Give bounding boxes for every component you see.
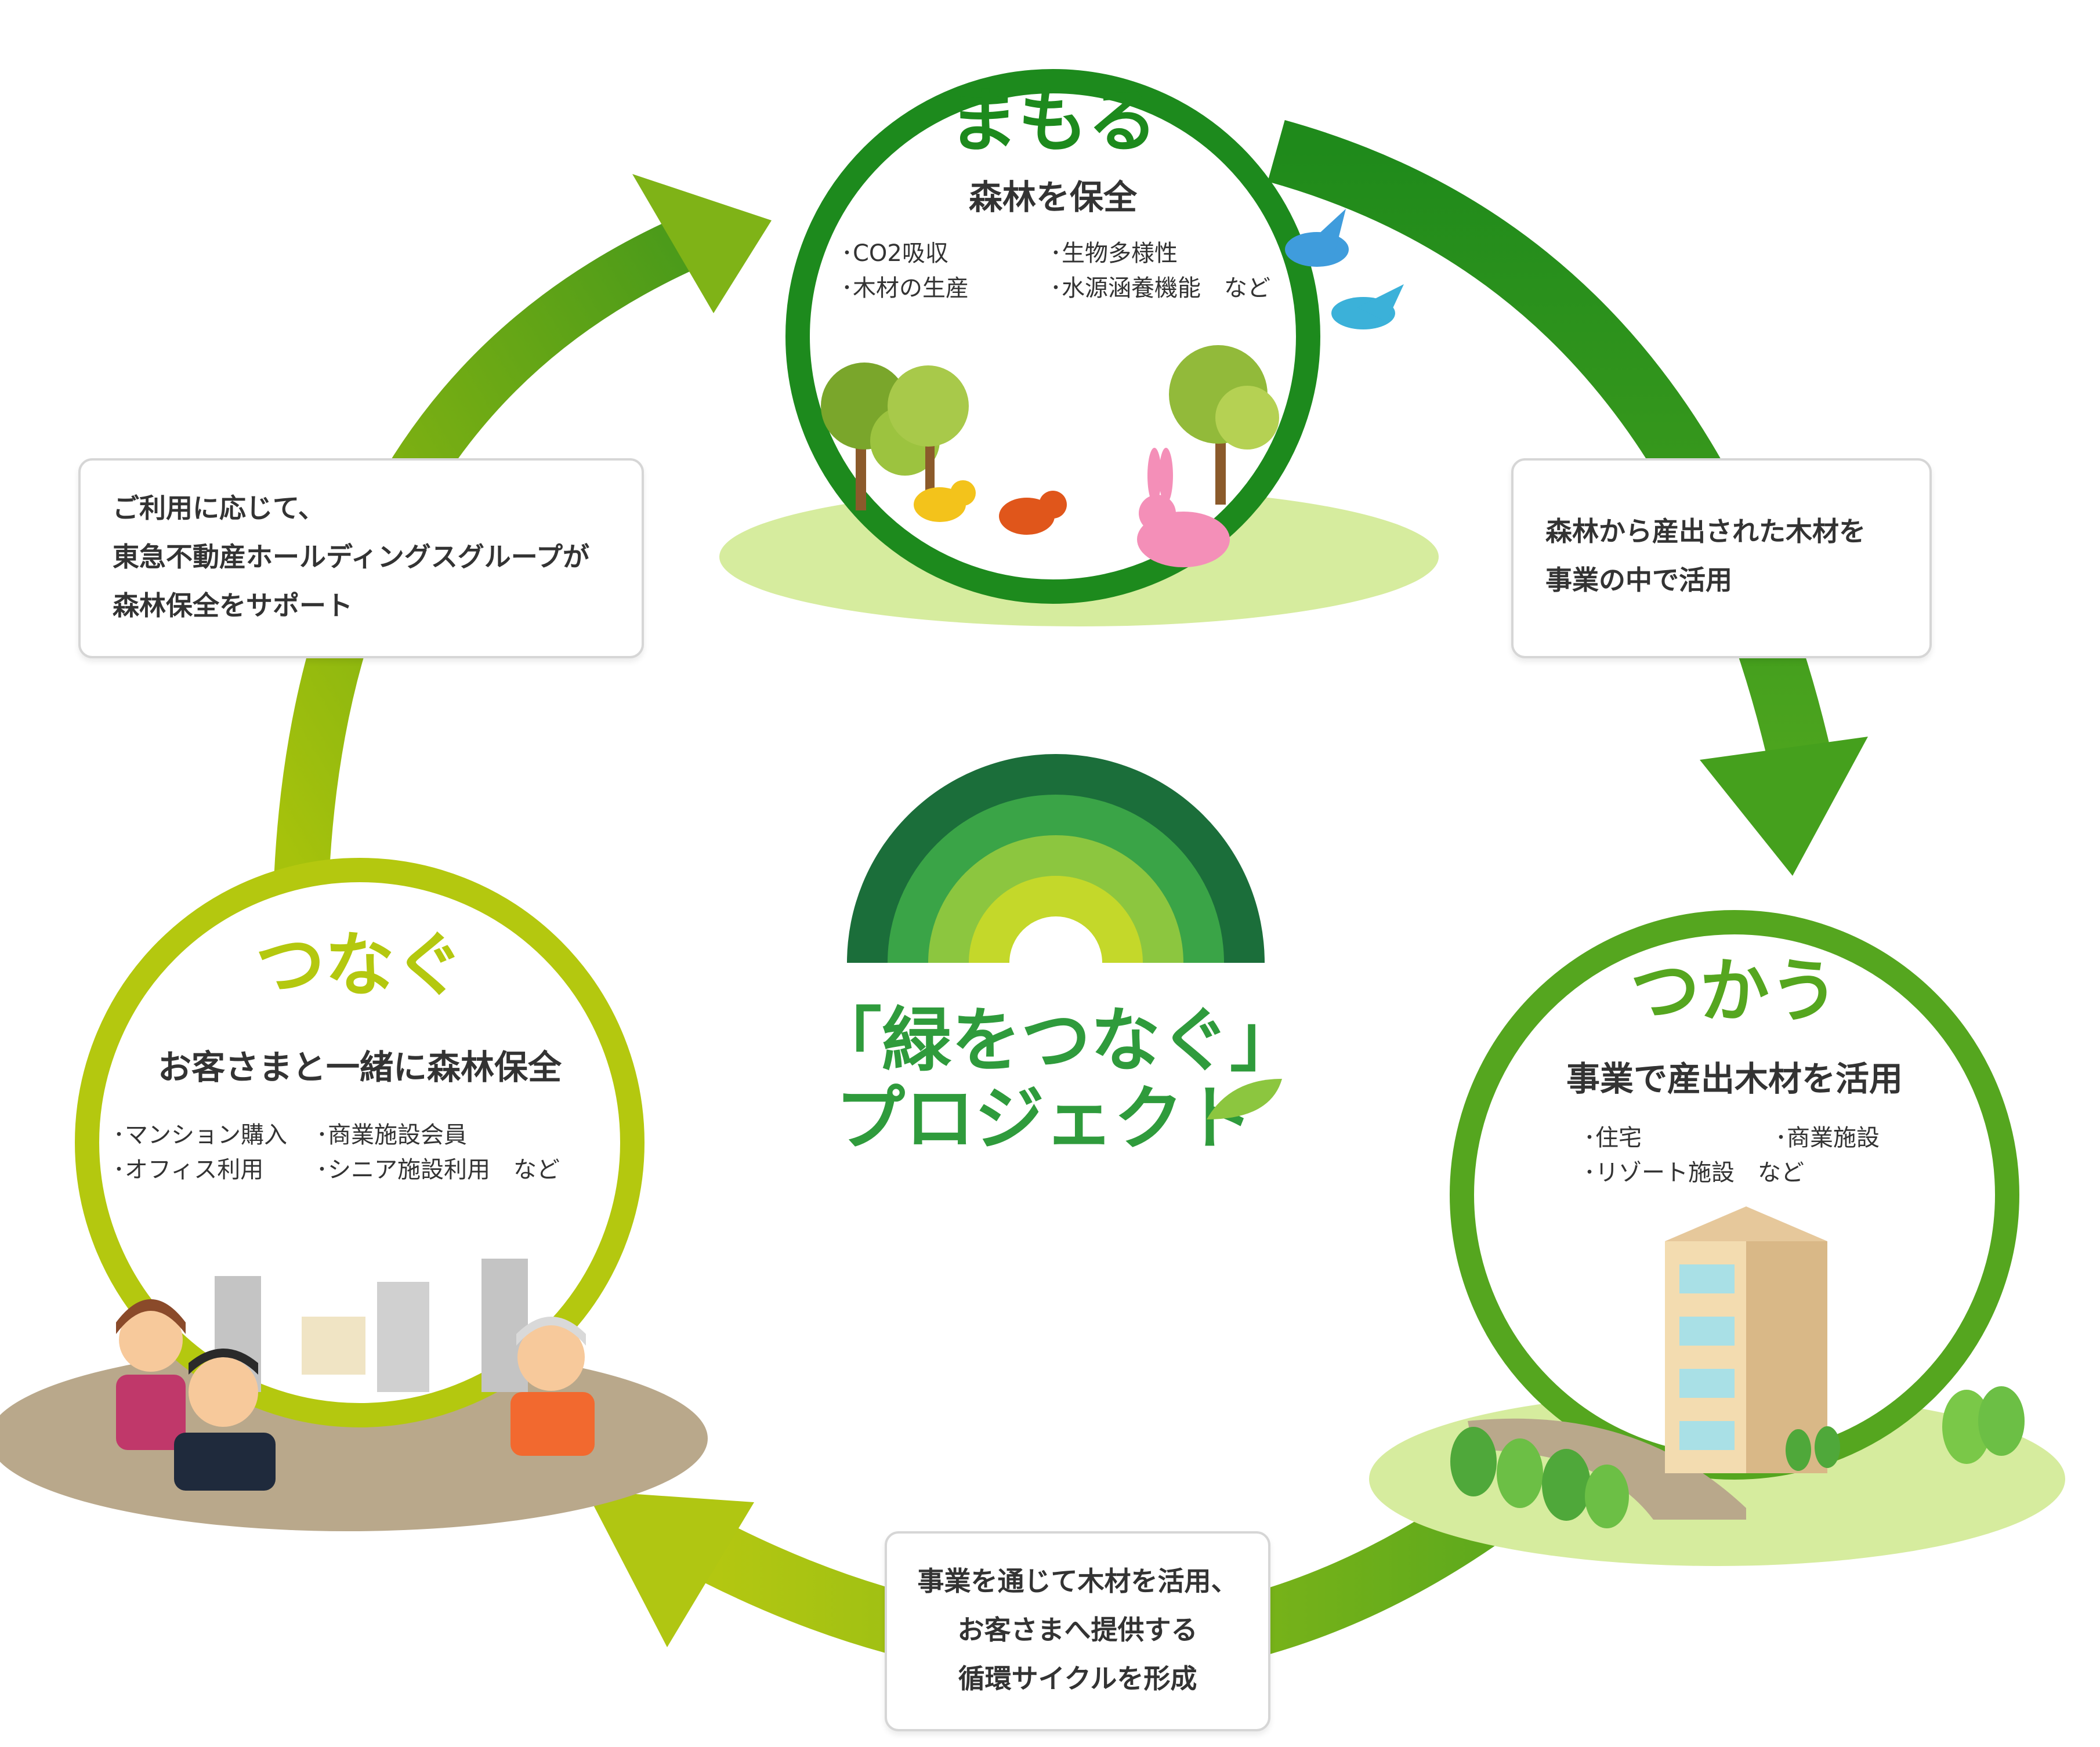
bird-icon (1331, 284, 1404, 329)
building-icon (215, 1259, 528, 1392)
tree-icon (821, 363, 969, 510)
callout-left-line: 森林保全をサポート (113, 590, 353, 621)
tsunagu-bullet: ･マンション購入 (113, 1122, 287, 1148)
squirrel-icon (999, 491, 1067, 535)
tree-icon (1450, 1427, 1629, 1528)
person-icon (174, 1349, 276, 1491)
node-tsunagu: つなぐ お客さまと一緒に森林保全 ･マンション購入 ･オフィス利用 ･商業施設会… (0, 858, 708, 1531)
mamoru-bullet: ･木材の生産 (841, 275, 969, 302)
center-subtitle: プロジェクト (835, 1079, 1253, 1159)
tsukau-bullet: ･商業施設 (1775, 1125, 1880, 1151)
mamoru-bullet: ･生物多様性 (1050, 240, 1178, 267)
squirrel-icon (914, 480, 976, 522)
tsunagu-subtitle: お客さまと一緒に森林保全 (158, 1048, 562, 1087)
tsukau-title: つかう (1630, 951, 1839, 1032)
person-icon (510, 1317, 595, 1456)
callout-right: 森林から産出された木材を 事業の中で活用 (1511, 458, 1932, 658)
tree-icon (1786, 1386, 2025, 1471)
tsunagu-title: つなぐ (255, 925, 464, 1006)
tsukau-bullet: ･リゾート施設 など (1584, 1159, 1804, 1186)
mamoru-bullet: ･CO2吸収 (841, 240, 948, 267)
tsunagu-bullet: ･オフィス利用 (113, 1157, 263, 1183)
mamoru-subtitle: 森林を保全 (969, 177, 1138, 217)
arrowhead-bottom-left (586, 1491, 754, 1647)
tsunagu-bullet: ･シニア施設利用 など (316, 1157, 560, 1183)
building-icon (1665, 1206, 1827, 1473)
callout-bottom-line: お客さまへ提供する (957, 1614, 1198, 1645)
center-title: 「緑をつなぐ」 (812, 1001, 1299, 1081)
arrowhead-right (1700, 737, 1868, 876)
callout-bottom: 事業を通じて木材を活用、 お客さまへ提供する 循環サイクルを形成 (885, 1531, 1270, 1731)
rabbit-icon (1137, 448, 1230, 567)
callout-bottom-line: 事業を通じて木材を活用、 (917, 1565, 1238, 1597)
callout-right-line: 事業の中で活用 (1545, 564, 1732, 596)
callout-right-line: 森林から産出された木材を (1545, 516, 1866, 547)
person-icon (116, 1299, 186, 1450)
tsunagu-bullet: ･商業施設会員 (316, 1122, 467, 1148)
arrowhead-top-left (632, 174, 772, 313)
node-tsukau: つかう 事業で産出木材を活用 ･住宅 ･リゾート施設 など ･商業施設 (1369, 910, 2065, 1566)
node-mamoru: まもる 森林を保全 ･CO2吸収 ･木材の生産 ･生物多様性 ･水源涵養機能 な… (719, 69, 1439, 626)
bird-icon (1285, 209, 1349, 267)
leaf-icon (1207, 1079, 1282, 1119)
tsukau-bullet: ･住宅 (1584, 1125, 1642, 1151)
center-rainbow-logo (847, 754, 1265, 963)
tree-icon (1169, 345, 1279, 505)
callout-left-line: ご利用に応じて、 (113, 492, 325, 524)
mamoru-title: まもる (948, 81, 1157, 162)
callout-left: ご利用に応じて、 東急不動産ホールディングスグループが 森林保全をサポート (78, 458, 644, 658)
tsukau-subtitle: 事業で産出木材を活用 (1566, 1059, 1903, 1099)
callout-left-line: 東急不動産ホールディングスグループが (113, 541, 590, 572)
callout-bottom-line: 循環サイクルを形成 (958, 1663, 1197, 1694)
mamoru-bullet: ･水源涵養機能 など (1050, 275, 1270, 302)
